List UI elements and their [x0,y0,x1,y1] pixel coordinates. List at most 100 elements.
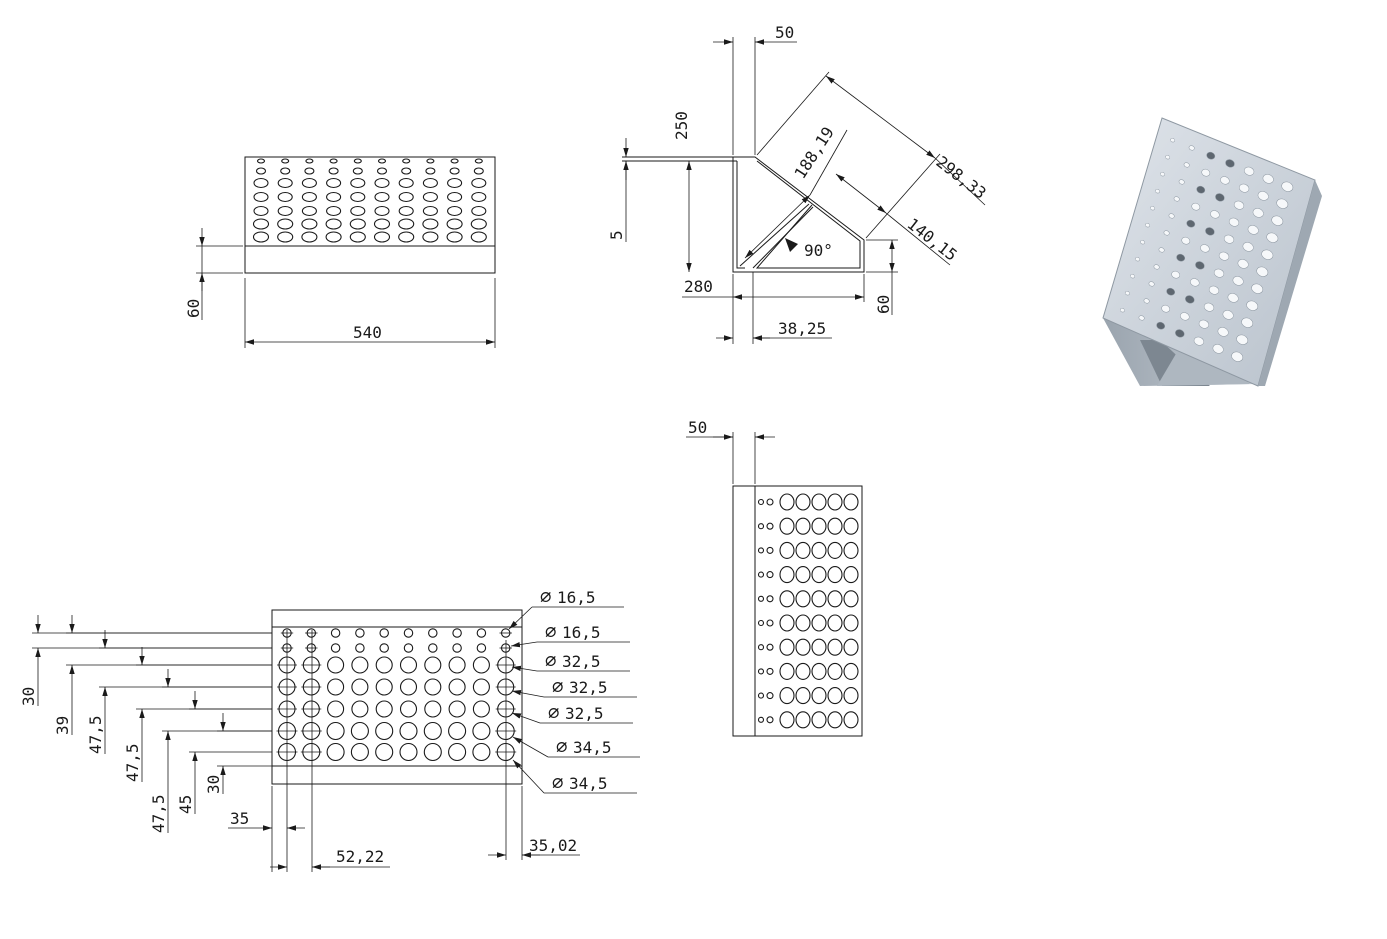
iso-hole [1201,168,1211,177]
plan-right-margin-label: 35,02 [529,836,577,855]
front-outline [244,156,496,274]
back-hole [779,590,795,608]
iso-hole [1210,210,1220,219]
iso-hole [1212,344,1224,354]
side-angle-label: 90° [804,241,833,260]
iso-hole [1178,179,1185,185]
back-hole [795,687,811,705]
back-hole [811,590,827,608]
back-wall-label: 50 [688,418,707,437]
back-hole [757,498,765,506]
plan-outline [271,609,523,785]
back-hole [779,662,795,680]
back-hole-grid [757,493,859,729]
front-hole [329,158,338,164]
iso-hole [1205,227,1215,236]
diameter-symbol: ⌀ [540,586,551,608]
iso-hole [1180,312,1190,321]
plan-hole-grid [276,628,517,762]
iso-hole [1246,300,1259,311]
back-hole [827,614,843,632]
back-hole [843,517,859,535]
iso-hole [1193,336,1205,346]
plan-hole [472,678,490,696]
iso-hole [1130,274,1135,279]
iso-hole [1143,298,1150,304]
iso-hole [1186,219,1196,228]
dim-line-diagonal [744,194,811,259]
front-hole [301,177,317,189]
diameter-label: 32,5 [569,678,608,697]
plan-hole [448,656,466,674]
back-hole [795,711,811,729]
front-hole [422,231,439,243]
front-hole [350,191,366,203]
iso-hole [1191,202,1201,211]
leader-arrow [508,606,533,630]
plan-hole [428,643,438,653]
front-hole-grid [252,158,487,243]
rib-line [739,203,810,267]
back-hole [827,590,843,608]
back-hole [757,668,765,675]
plan-hole [424,700,442,718]
front-hole [253,177,269,189]
front-hole [301,231,318,243]
front-hole [326,191,342,203]
front-hole [252,218,270,230]
back-hole [843,638,859,656]
leader-arrow [512,736,549,758]
iso-hole [1256,266,1269,277]
plan-hole [351,700,369,718]
diameter-symbol: ⌀ [545,621,556,643]
leader-arrow [510,641,538,648]
back-hole [766,571,774,579]
iso-hole [1243,166,1255,176]
iso-hole [1237,259,1249,269]
back-hole [827,638,843,656]
back-hole [827,493,843,511]
back-hole [779,493,795,511]
back-hole [795,541,811,559]
iso-hole [1171,270,1181,279]
plan-hole [448,742,467,762]
iso-hole [1170,138,1175,143]
plan-left-margin-label: 35 [230,809,249,828]
back-hole [811,711,827,729]
iso-hole [1241,317,1254,328]
plan-hole [472,742,491,762]
back-hole [766,522,774,530]
angle-marker [785,238,798,252]
iso-hole [1247,225,1259,235]
front-hole [350,177,366,189]
iso-hole [1173,196,1180,202]
plan-vertical-dim-label: 39 [53,716,72,735]
front-hole [277,191,293,203]
front-hole [376,167,388,175]
front-hole [277,205,293,217]
front-width-label: 540 [353,323,382,342]
leader-arrow [511,665,538,672]
iso-hole [1150,206,1155,211]
iso-hole [1158,247,1165,253]
plan-hole [351,678,369,696]
diameter-label: 34,5 [569,774,608,793]
side-thickness-label: 5 [607,230,626,240]
iso-hole [1125,291,1130,296]
diameter-label: 32,5 [565,704,604,723]
back-hole [843,711,859,729]
plan-hole [399,700,418,718]
side-inner-offset-label: 38,25 [778,319,826,338]
iso-hole [1183,162,1190,168]
front-hole [426,158,435,164]
back-hole [795,614,811,632]
plan-hole [326,721,345,741]
front-hole [373,231,391,243]
iso-hole [1148,281,1155,287]
front-hole [377,158,387,164]
iso-hole [1236,334,1249,345]
iso-hole [1156,321,1166,330]
back-outline [732,485,863,737]
